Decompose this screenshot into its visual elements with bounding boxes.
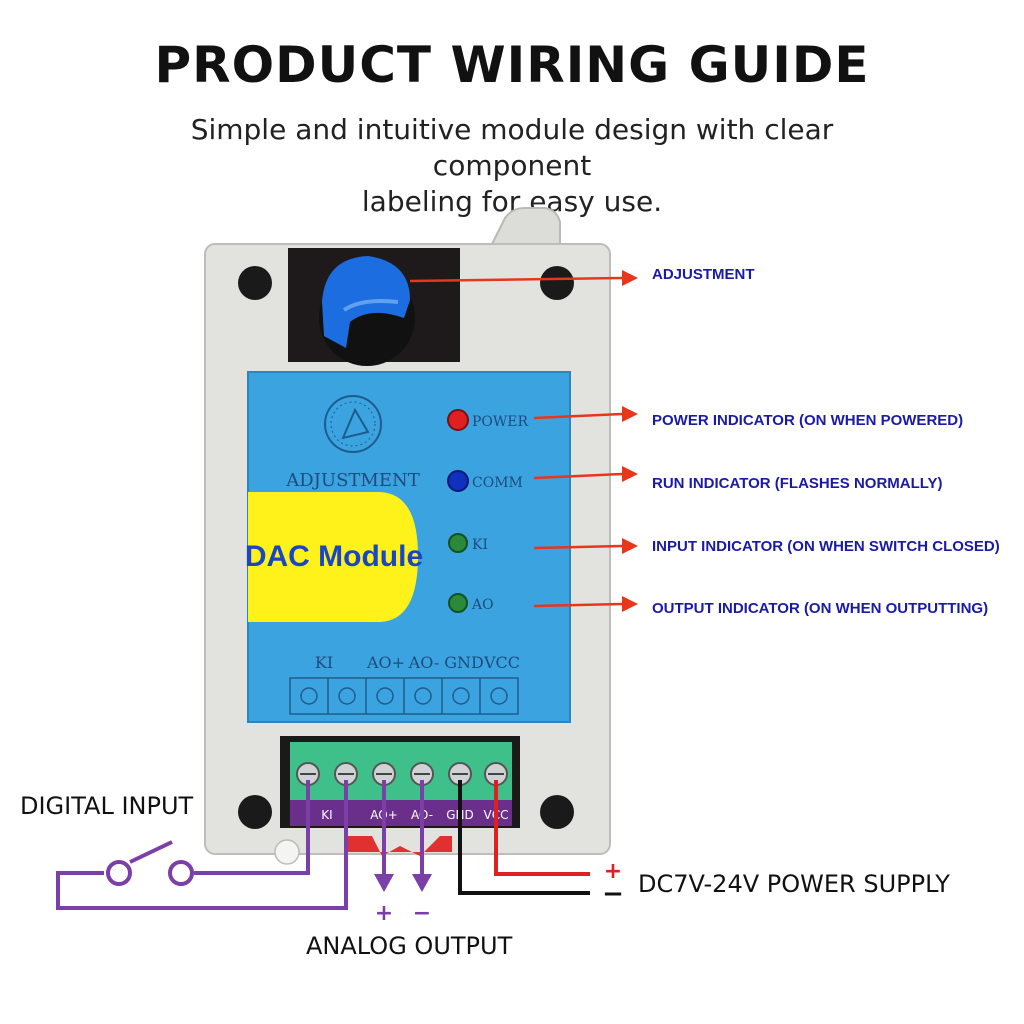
- mounting-tab: [488, 207, 561, 249]
- power-led: [447, 409, 469, 431]
- screw-hole: [540, 795, 574, 829]
- callout-adjustment: ADJUSTMENT: [652, 266, 755, 283]
- analog-output-label: ANALOG OUTPUT: [306, 932, 513, 960]
- power-plus-sign: +: [604, 859, 622, 884]
- callout-run-indicator: RUN INDICATOR (FLASHES NORMALLY): [652, 475, 943, 492]
- port-label-vcc: VCC: [483, 653, 520, 672]
- port-label-ki: KI: [315, 653, 333, 672]
- port-label-ao-minus: AO-: [408, 653, 440, 672]
- digital-input-label: DIGITAL INPUT: [20, 792, 194, 820]
- terminal-label-ki: KI: [321, 808, 332, 822]
- terminal-screws[interactable]: [296, 762, 508, 786]
- module-name: DAC Module: [245, 540, 423, 573]
- callout-input-indicator: INPUT INDICATOR (ON WHEN SWITCH CLOSED): [652, 538, 1000, 555]
- analog-plus-sign: +: [375, 901, 393, 926]
- callout-arrows: [409, 270, 638, 612]
- callout-output-indicator: OUTPUT INDICATOR (ON WHEN OUTPUTTING): [652, 600, 989, 617]
- comm-led-label: COMM: [472, 475, 523, 491]
- analog-output-wiring: [374, 780, 432, 892]
- ao-led: [448, 593, 468, 613]
- digital-input-wiring: [56, 780, 348, 910]
- panel-adjust-label: ADJUSTMENT: [285, 470, 419, 491]
- power-led-label: POWER: [472, 414, 529, 430]
- power-wiring: [458, 780, 590, 895]
- port-label-gnd: GND: [444, 653, 484, 672]
- ao-led-label: AO: [471, 597, 494, 613]
- port-label-ao-plus: AO+: [366, 653, 405, 672]
- din-clip: [348, 836, 452, 856]
- ki-led-label: KI: [472, 537, 488, 553]
- dac-badge: [248, 492, 418, 622]
- dial-icon: [324, 395, 382, 453]
- page-title: PRODUCT WIRING GUIDE: [154, 36, 870, 94]
- comm-led: [447, 470, 469, 492]
- page-subtitle: Simple and intuitive module design with …: [112, 112, 912, 220]
- port-strip: [289, 677, 519, 715]
- terminal-block: [280, 736, 520, 828]
- subtitle-line-1: Simple and intuitive module design with …: [190, 113, 834, 182]
- power-supply-label: DC7V-24V POWER SUPPLY: [638, 870, 950, 898]
- adjustment-knob[interactable]: [319, 256, 415, 366]
- case-foot: [274, 839, 300, 865]
- screw-hole: [540, 266, 574, 300]
- screw-hole: [238, 795, 272, 829]
- callout-power-indicator: POWER INDICATOR (ON WHEN POWERED): [652, 412, 964, 429]
- screw-hole: [238, 266, 272, 300]
- power-minus-sign: −: [602, 879, 624, 909]
- ki-led: [448, 533, 468, 553]
- analog-minus-sign: −: [413, 901, 431, 926]
